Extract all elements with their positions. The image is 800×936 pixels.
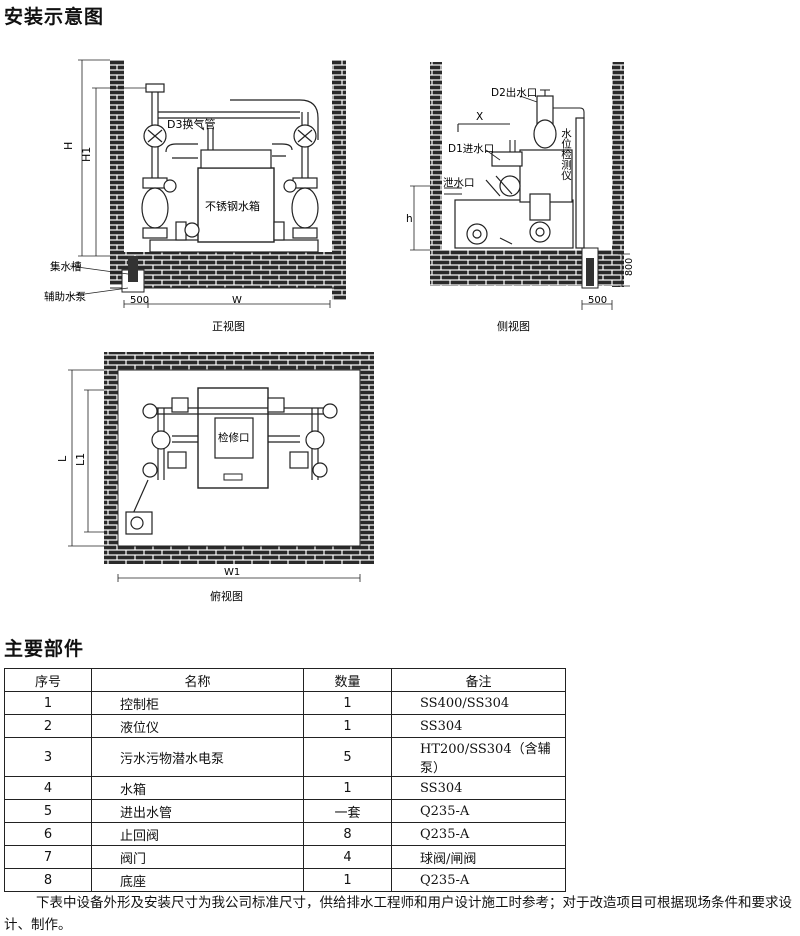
table-row: 5 进出水管 一套 Q235-A [4, 799, 566, 823]
side-label-drain-text: 泄水口 [443, 176, 475, 189]
side-dim-800: 800 [624, 258, 635, 276]
table-row: 6 止回阀 8 Q235-A [4, 822, 566, 846]
side-label-drain: 泄水口 [443, 176, 475, 189]
top-wall-west [104, 370, 118, 546]
row-note: Q235-A [391, 799, 566, 823]
row-no: 7 [4, 845, 92, 869]
row-no: 8 [4, 868, 92, 892]
row-qty: 1 [303, 691, 392, 715]
table-row: 2 液位仪 1 SS304 [4, 714, 566, 738]
row-qty: 4 [303, 845, 392, 869]
table-row: 4 水箱 1 SS304 [4, 776, 566, 800]
row-name: 底座 [91, 868, 304, 892]
front-left-wall [110, 60, 124, 285]
row-note: 球阀/闸阀 [391, 845, 566, 869]
top-dim-l1: L1 [74, 453, 87, 466]
stainless-tank [197, 167, 275, 243]
row-no: 5 [4, 799, 92, 823]
row-no: 2 [4, 714, 92, 738]
installation-diagram: H H1 D3换气管 不锈钢水箱 集水槽 辅助水泵 500 W 正视图 [44, 59, 635, 603]
row-name: 水箱 [91, 776, 304, 800]
row-no: 4 [4, 776, 92, 800]
header-name: 名称 [91, 668, 304, 692]
header-qty: 数量 [303, 668, 392, 692]
top-dim-l: L [56, 455, 69, 462]
parts-table: 序号 名称 数量 备注 1 控制柜 1 SS400/SS304 2 液位仪 1 … [4, 668, 566, 892]
row-note: SS304 [391, 714, 566, 738]
row-note: Q235-A [391, 822, 566, 846]
row-qty: 一套 [303, 799, 392, 823]
top-dim-w1: W1 [224, 567, 240, 578]
row-name: 液位仪 [91, 714, 304, 738]
top-view: L L1 检修口 W1 俯视图 [56, 352, 374, 603]
side-view: D2出水口 X D1进水口 泄水口 水位检测仪 h 800 500 侧视图 [406, 62, 635, 333]
front-floor [124, 252, 332, 288]
side-label-d2: D2出水口 [491, 86, 537, 99]
row-qty: 1 [303, 714, 392, 738]
row-note: SS304 [391, 776, 566, 800]
row-name: 进出水管 [91, 799, 304, 823]
side-dim-h: h [406, 213, 413, 225]
row-note: SS400/SS304 [391, 691, 566, 715]
top-view-caption: 俯视图 [210, 589, 243, 603]
side-dim-500: 500 [588, 295, 607, 306]
parts-title: 主要部件 [4, 638, 85, 660]
row-qty: 1 [303, 776, 392, 800]
side-floor [430, 250, 582, 286]
row-name: 控制柜 [91, 691, 304, 715]
top-wall-north [104, 352, 374, 370]
row-name: 阀门 [91, 845, 304, 869]
row-note: Q235-A [391, 868, 566, 892]
table-row: 7 阀门 4 球阀/闸阀 [4, 845, 566, 869]
front-view: H H1 D3换气管 不锈钢水箱 集水槽 辅助水泵 500 W 正视图 [44, 59, 346, 333]
table-row: 1 控制柜 1 SS400/SS304 [4, 691, 566, 715]
row-name: 止回阀 [91, 822, 304, 846]
parts-table-header: 序号 名称 数量 备注 [4, 668, 566, 692]
design-note: 下表中设备外形及安装尺寸为我公司标准尺寸，供给排水工程师和用户设计施工时参考；对… [4, 895, 792, 933]
front-dim-h1: H1 [80, 147, 93, 162]
row-no: 3 [4, 737, 92, 777]
front-dim-500: 500 [130, 295, 149, 306]
top-wall-east [360, 370, 374, 546]
front-right-wall [332, 60, 346, 300]
row-note: HT200/SS304（含辅泵） [391, 737, 566, 777]
side-right-wall [612, 62, 624, 287]
front-dim-w: W [232, 295, 242, 306]
front-label-tank: 不锈钢水箱 [205, 199, 260, 213]
front-label-sump: 集水槽 [50, 260, 82, 273]
front-label-d3: D3换气管 [167, 117, 215, 131]
install-diagram-title: 安装示意图 [4, 6, 105, 28]
row-no: 6 [4, 822, 92, 846]
row-name: 污水污物潜水电泵 [91, 737, 304, 777]
front-label-aux-pump: 辅助水泵 [44, 290, 86, 303]
side-label-x: X [476, 111, 483, 123]
table-row: 8 底座 1 Q235-A [4, 868, 566, 892]
header-note: 备注 [391, 668, 566, 692]
front-dim-h: H [62, 142, 75, 150]
top-label-hatch: 检修口 [218, 431, 250, 444]
side-view-caption: 侧视图 [497, 319, 530, 333]
side-label-d1: D1进水口 [448, 143, 494, 155]
row-no: 1 [4, 691, 92, 715]
row-qty: 8 [303, 822, 392, 846]
front-view-caption: 正视图 [212, 319, 245, 333]
top-wall-south [104, 546, 374, 564]
side-left-wall [430, 62, 442, 252]
header-no: 序号 [4, 668, 92, 692]
side-label-level: 水位检测仪 [560, 128, 572, 181]
row-qty: 5 [303, 737, 392, 777]
row-qty: 1 [303, 868, 392, 892]
table-row: 3 污水污物潜水电泵 5 HT200/SS304（含辅泵） [4, 737, 566, 777]
